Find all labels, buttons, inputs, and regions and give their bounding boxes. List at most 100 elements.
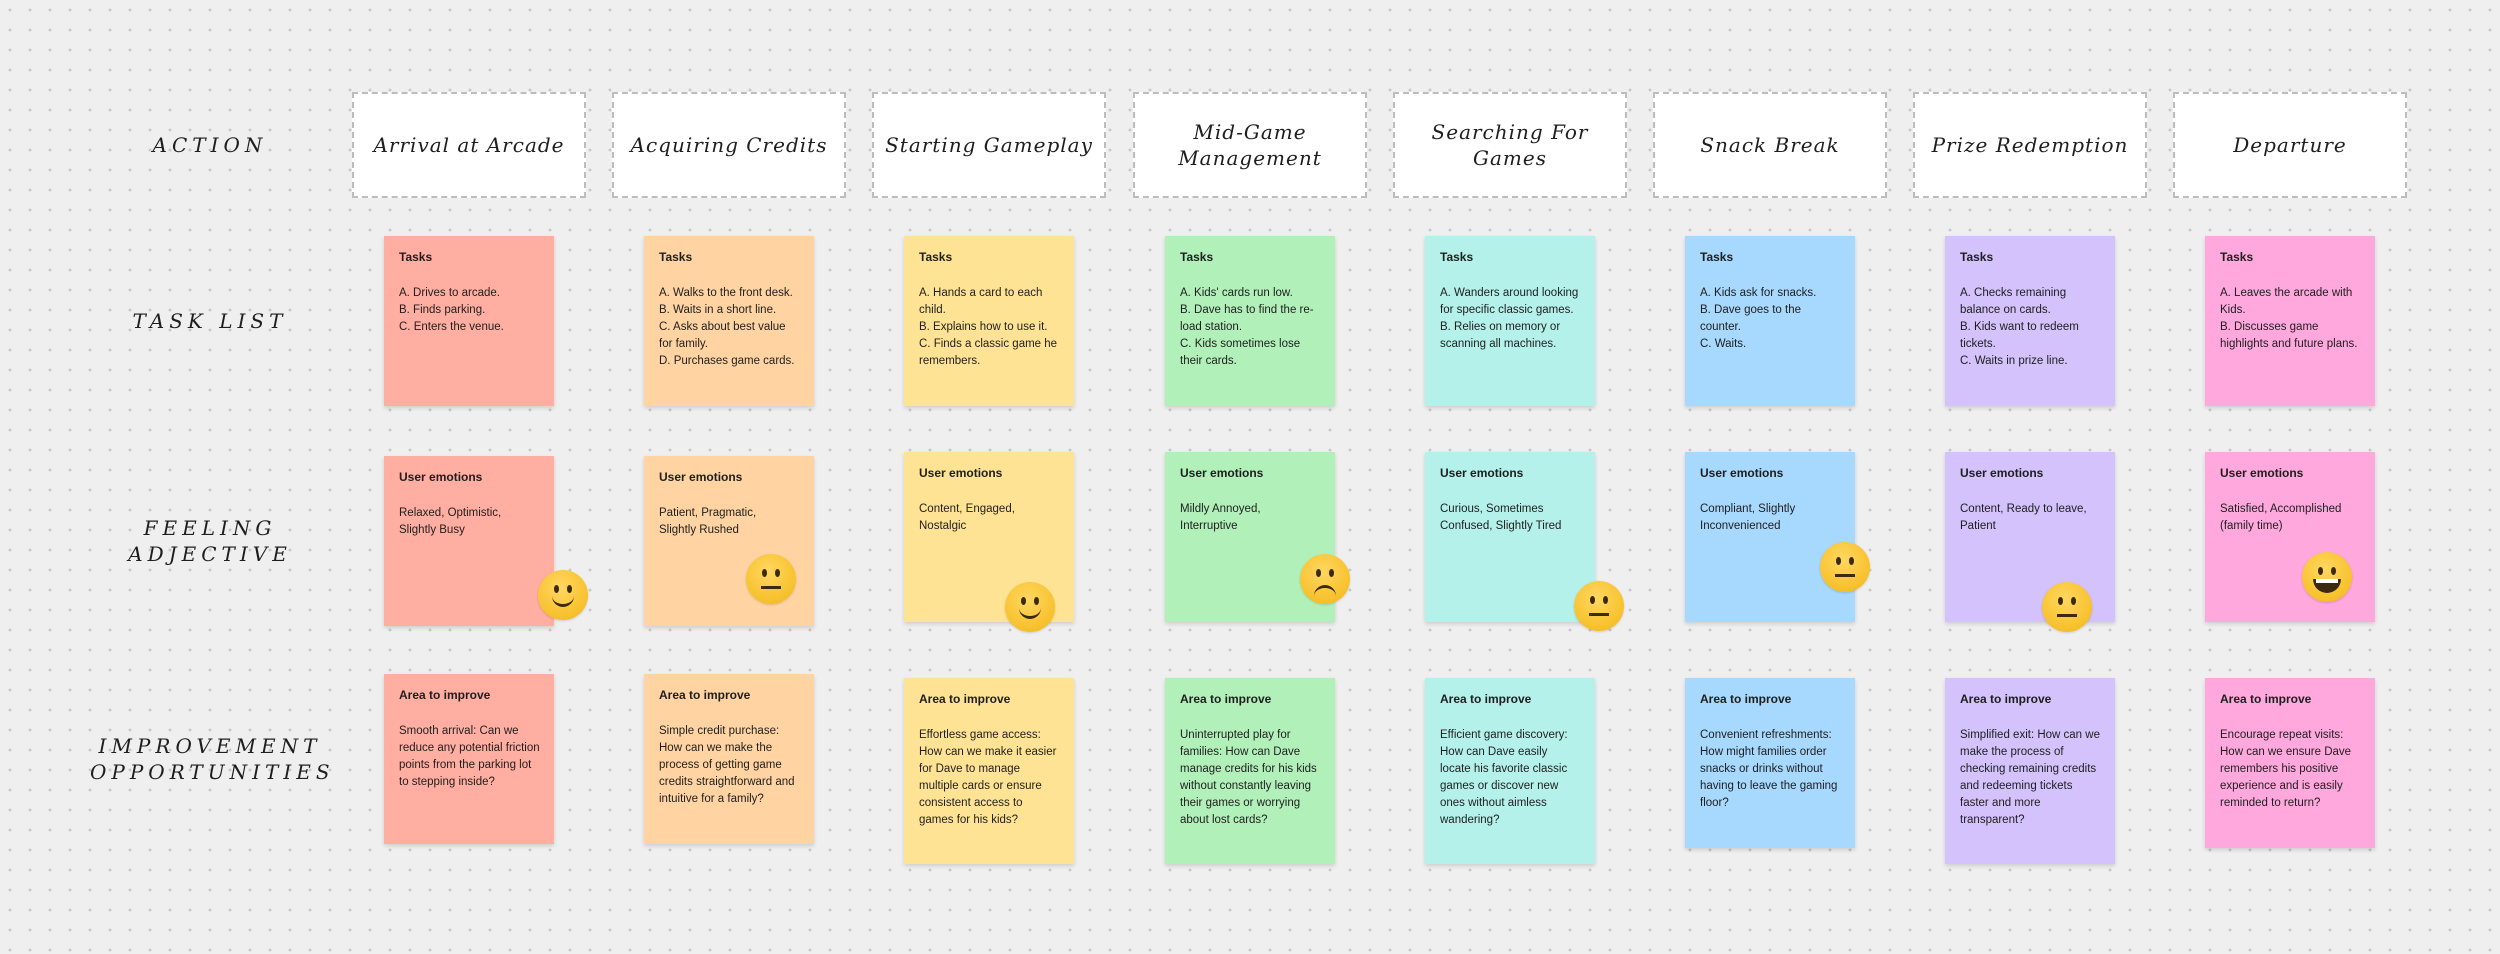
- note-body: Content, Ready to leave, Patient: [1960, 503, 2087, 532]
- task-sticky-note[interactable]: Tasks A. Hands a card to each child. B. E…: [904, 236, 1074, 406]
- row-label-line: OPPORTUNITIES: [90, 760, 335, 784]
- note-title: Area to improve: [399, 688, 491, 702]
- left-eye: [2058, 597, 2063, 605]
- note-title: Tasks: [1440, 250, 1474, 264]
- note-title: Tasks: [399, 250, 433, 264]
- note-body: A. Drives to arcade. B. Finds parking. C…: [399, 287, 504, 333]
- note-body: Simplified exit: How can we make the pro…: [1960, 729, 2100, 826]
- note-title: User emotions: [1960, 466, 2044, 480]
- action-card[interactable]: Departure: [2173, 92, 2407, 198]
- note-body: Efficient game discovery: How can Dave e…: [1440, 729, 1568, 826]
- note-title: Tasks: [2220, 250, 2254, 264]
- mouth: [1314, 585, 1336, 598]
- note-title: Area to improve: [1700, 692, 1792, 706]
- right-eye: [1034, 597, 1039, 605]
- neutral-face-icon: [1820, 542, 1870, 592]
- note-body: Content, Engaged, Nostalgic: [919, 503, 1015, 532]
- row-label-action: ACTION: [152, 133, 268, 157]
- note-body: Satisfied, Accomplished (family time): [2220, 503, 2342, 532]
- mouth: [1589, 613, 1609, 616]
- mouth: [1835, 574, 1855, 577]
- note-body: Relaxed, Optimistic, Slightly Busy: [399, 507, 502, 536]
- action-card[interactable]: Prize Redemption: [1913, 92, 2147, 198]
- note-title: Area to improve: [1440, 692, 1532, 706]
- row-label-line: ADJECTIVE: [128, 542, 292, 566]
- mouth: [761, 586, 781, 589]
- note-body: Smooth arrival: Can we reduce any potent…: [399, 725, 540, 788]
- action-card[interactable]: Searching For Games: [1393, 92, 1627, 198]
- note-title: User emotions: [659, 470, 743, 484]
- note-title: Area to improve: [919, 692, 1011, 706]
- left-eye: [554, 585, 559, 593]
- note-title: User emotions: [2220, 466, 2304, 480]
- note-body: A. Kids' cards run low. B. Dave has to f…: [1180, 287, 1314, 367]
- action-card[interactable]: Starting Gameplay: [872, 92, 1106, 198]
- note-body: A. Wanders around looking for specific c…: [1440, 287, 1579, 350]
- task-sticky-note[interactable]: Tasks A. Wanders around looking for speci…: [1425, 236, 1595, 406]
- note-body: Compliant, Slightly Inconvenienced: [1700, 503, 1796, 532]
- note-title: Tasks: [1700, 250, 1734, 264]
- neutral-face-icon: [1574, 581, 1624, 631]
- row-label-task-list: TASK LIST: [132, 309, 288, 333]
- neutral-face-icon: [746, 554, 796, 604]
- action-card[interactable]: Mid-Game Management: [1133, 92, 1367, 198]
- right-eye: [775, 569, 780, 577]
- note-title: Tasks: [919, 250, 953, 264]
- note-title: User emotions: [1440, 466, 1524, 480]
- task-sticky-note[interactable]: Tasks A. Drives to arcade. B. Finds parki…: [384, 236, 554, 406]
- mouth: [1019, 606, 1041, 619]
- mouth: [552, 594, 574, 607]
- note-title: User emotions: [919, 466, 1003, 480]
- row-label-improvement-opportunities: IMPROVEMENT OPPORTUNITIES: [90, 733, 330, 785]
- note-body: Simple credit purchase: How can we make …: [659, 725, 795, 805]
- left-eye: [762, 569, 767, 577]
- note-body: Effortless game access: How can we make …: [919, 729, 1057, 826]
- mouth: [2057, 614, 2077, 617]
- action-card[interactable]: Snack Break: [1653, 92, 1887, 198]
- right-eye: [2071, 597, 2076, 605]
- note-title: Area to improve: [2220, 692, 2312, 706]
- right-eye: [1329, 569, 1334, 577]
- note-title: Area to improve: [659, 688, 751, 702]
- smile-icon: [538, 570, 588, 620]
- note-title: Tasks: [659, 250, 693, 264]
- left-eye: [1590, 596, 1595, 604]
- note-title: User emotions: [399, 470, 483, 484]
- note-title: User emotions: [1180, 466, 1264, 480]
- row-label-line: FEELING: [143, 516, 277, 540]
- note-body: A. Checks remaining balance on cards. B.…: [1960, 287, 2079, 367]
- note-body: A. Hands a card to each child. B. Explai…: [919, 287, 1058, 367]
- task-sticky-note[interactable]: Tasks A. Checks remaining balance on card…: [1945, 236, 2115, 406]
- action-card[interactable]: Acquiring Credits: [612, 92, 846, 198]
- right-eye: [1603, 596, 1608, 604]
- action-card[interactable]: Arrival at Arcade: [352, 92, 586, 198]
- note-body: Encourage repeat visits: How can we ensu…: [2220, 729, 2352, 809]
- right-eye: [567, 585, 572, 593]
- note-title: User emotions: [1700, 466, 1784, 480]
- note-body: Convenient refreshments: How might famil…: [1700, 729, 1838, 809]
- right-eye: [2331, 567, 2336, 575]
- right-eye: [1849, 557, 1854, 565]
- grin-icon: [2302, 552, 2352, 602]
- note-body: Uninterrupted play for families: How can…: [1180, 729, 1317, 826]
- left-eye: [1021, 597, 1026, 605]
- note-title: Tasks: [1960, 250, 1994, 264]
